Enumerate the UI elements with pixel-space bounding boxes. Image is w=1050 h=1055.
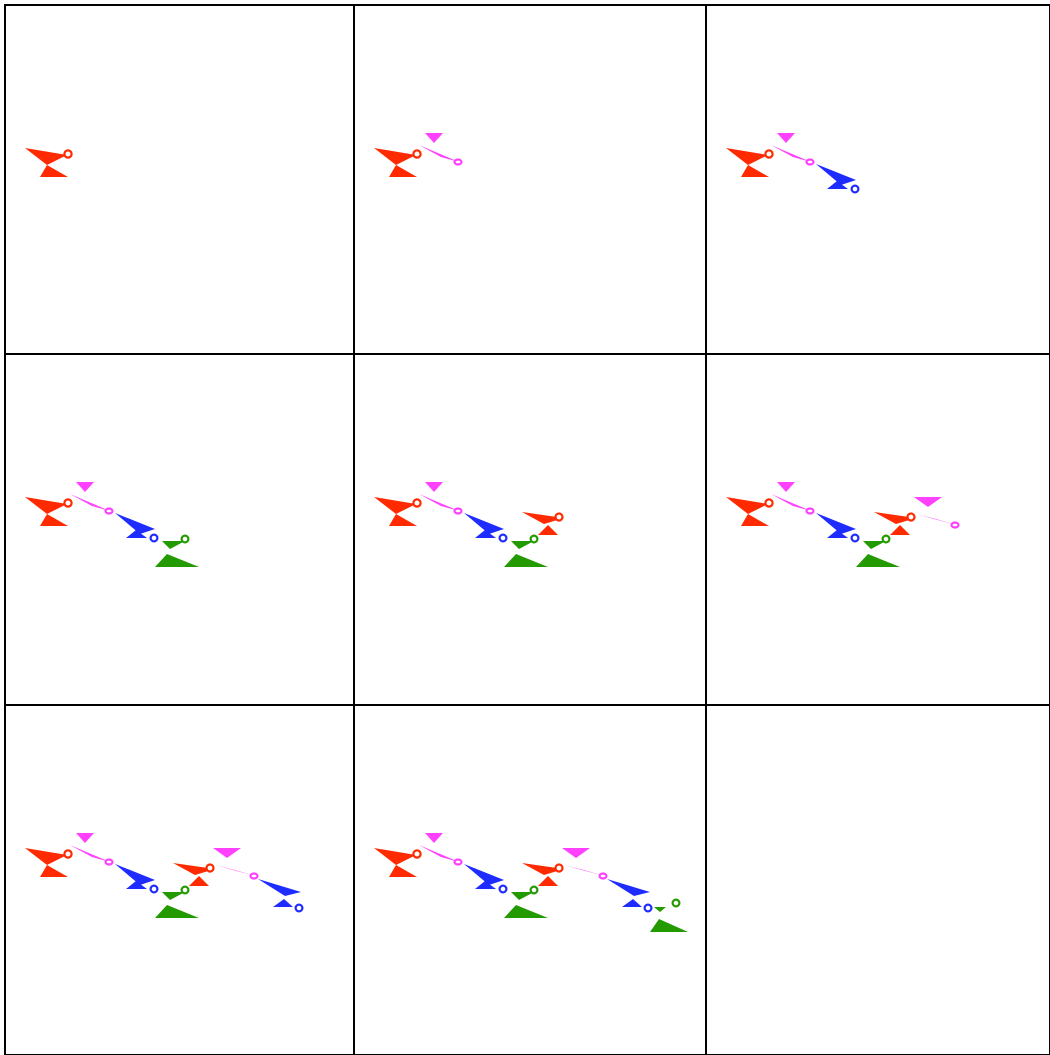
panel-frame: [354, 5, 706, 354]
magenta-connector-ring: [455, 509, 462, 514]
green-connector-ring: [531, 887, 538, 894]
red-connector-ring: [908, 514, 915, 521]
magenta-connector-ring: [807, 509, 814, 514]
red-connector-ring: [207, 865, 214, 872]
green-connector-ring: [883, 536, 890, 543]
panel-8: [354, 705, 706, 1055]
panel-frame: [706, 705, 1050, 1055]
green-connector-ring: [182, 887, 189, 894]
blue-connector-ring: [645, 905, 652, 912]
green-connector-ring: [673, 900, 680, 907]
magenta-connector-ring: [455, 860, 462, 865]
red-connector-ring: [413, 150, 420, 157]
magenta-connector-ring: [807, 160, 814, 165]
panel-6: [706, 354, 1050, 705]
magenta-connector-ring: [106, 509, 113, 514]
red-connector-ring: [765, 499, 772, 506]
red-connector-ring: [64, 499, 71, 506]
panel-frame: [706, 354, 1050, 705]
blue-connector-ring: [852, 186, 859, 193]
magenta-connector-ring: [106, 860, 113, 865]
magenta-connector-ring: [952, 523, 959, 528]
blue-connector-ring: [151, 886, 158, 893]
magenta-connector-ring: [251, 874, 258, 879]
blue-connector-ring: [151, 535, 158, 542]
blue-connector-ring: [500, 886, 507, 893]
panel-frame: [5, 354, 354, 705]
panel-5: [354, 354, 706, 705]
panel-frame: [354, 705, 706, 1055]
blue-connector-ring: [500, 535, 507, 542]
panel-4: [5, 354, 354, 705]
red-connector-ring: [64, 850, 71, 857]
red-connector-ring: [556, 865, 563, 872]
panel-7: [5, 705, 354, 1055]
panel-frame: [5, 705, 354, 1055]
panel-3: [706, 5, 1050, 354]
panel-frame: [354, 354, 706, 705]
green-connector-ring: [531, 536, 538, 543]
magenta-connector-ring: [600, 874, 607, 879]
red-connector-ring: [413, 850, 420, 857]
magenta-connector-ring: [455, 160, 462, 165]
red-connector-ring: [556, 514, 563, 521]
panel-1: [5, 5, 354, 354]
blue-connector-ring: [296, 905, 303, 912]
blue-connector-ring: [852, 535, 859, 542]
panel-9: [706, 705, 1050, 1055]
red-connector-ring: [765, 150, 772, 157]
green-connector-ring: [182, 536, 189, 543]
panel-frame: [5, 5, 354, 354]
panel-2: [354, 5, 706, 354]
red-connector-ring: [64, 150, 71, 157]
panel-frame: [706, 5, 1050, 354]
red-connector-ring: [413, 499, 420, 506]
